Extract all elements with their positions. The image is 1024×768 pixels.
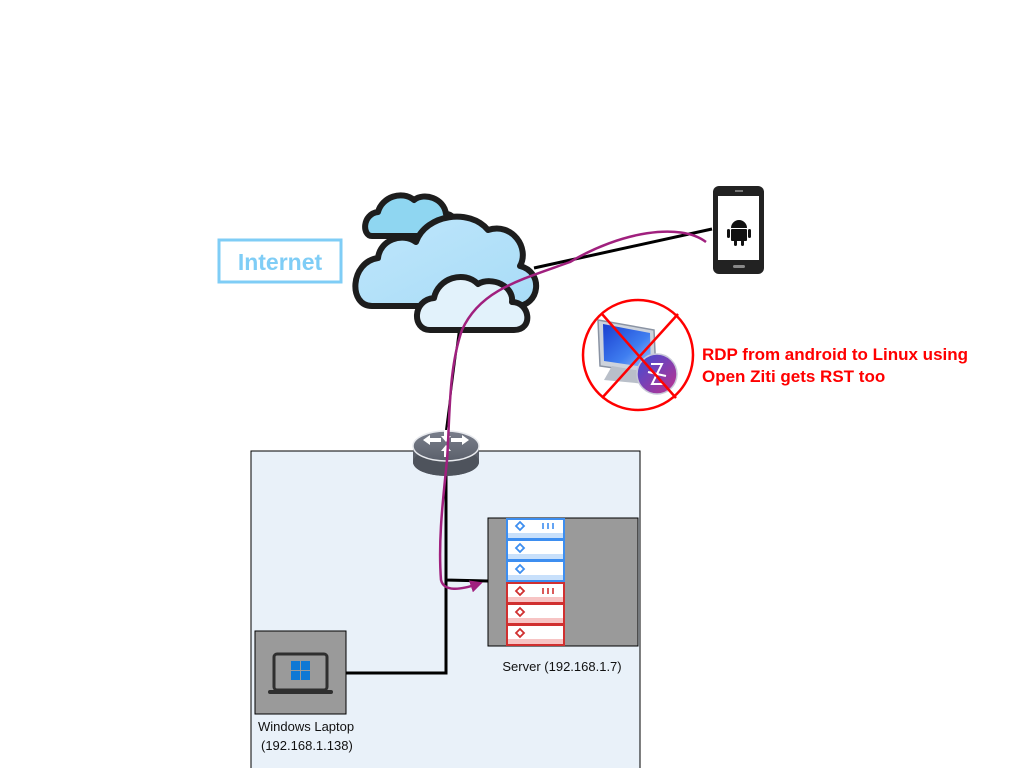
laptop-label-line2: (192.168.1.138) bbox=[261, 738, 353, 753]
server-rack-icon[interactable] bbox=[487, 517, 639, 647]
server-label: Server (192.168.1.7) bbox=[502, 659, 621, 674]
internet-label: Internet bbox=[238, 249, 323, 275]
android-logo-icon bbox=[727, 220, 751, 246]
link-phone-cloud[interactable] bbox=[533, 227, 713, 270]
rdp-path-arrow[interactable] bbox=[438, 230, 707, 593]
android-phone-icon[interactable] bbox=[713, 186, 764, 274]
windows-laptop-icon[interactable] bbox=[254, 630, 347, 715]
link-laptop-server[interactable] bbox=[346, 580, 448, 675]
rdp-prohibited-icon[interactable] bbox=[581, 298, 695, 412]
cloud-icon[interactable] bbox=[352, 192, 539, 333]
rdp-note-line2: Open Ziti gets RST too bbox=[702, 367, 885, 386]
server-blue-units bbox=[506, 518, 565, 582]
windows-logo-icon bbox=[291, 661, 310, 680]
laptop-label-line1: Windows Laptop bbox=[258, 719, 354, 734]
internet-label-box[interactable]: Internet bbox=[217, 238, 343, 284]
rdp-note-line1: RDP from android to Linux using bbox=[702, 345, 968, 364]
server-red-units bbox=[506, 582, 565, 646]
rdp-note[interactable]: RDP from android to Linux using Open Zit… bbox=[702, 345, 968, 386]
